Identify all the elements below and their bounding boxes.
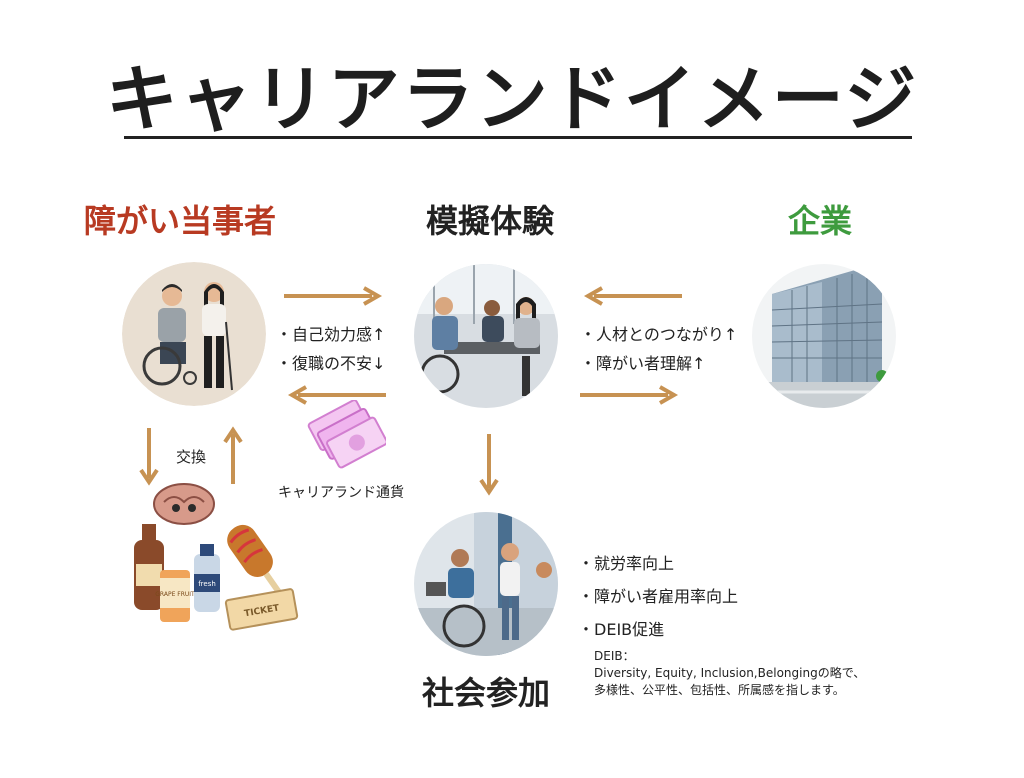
workplace-illustration — [414, 512, 558, 656]
title-underline — [124, 136, 912, 139]
can-label: GRAPE FRUIT — [155, 591, 195, 598]
effect-self-efficacy: 自己効力感↑ — [276, 320, 385, 349]
heading-social-participation: 社会参加 — [421, 674, 550, 712]
arrow-right-bottom-right — [580, 385, 679, 405]
effect-disabled-employment-rate: 障がい者雇用率向上 — [578, 580, 738, 613]
exchange-goods-illustration: GRAPE FRUIT fresh TICKET — [124, 482, 302, 642]
office-building-illustration — [752, 264, 896, 408]
social-effects-list: 就労率向上 障がい者雇用率向上 DEIB促進 — [578, 547, 738, 646]
arrow-down-exchange — [139, 428, 159, 486]
currency-label: キャリアランド通貨 — [278, 485, 404, 501]
arrow-up-exchange — [223, 426, 243, 484]
heading-company: 企業 — [787, 202, 852, 240]
arrow-left-top-right — [583, 286, 682, 306]
page-title: キャリアランドイメージ — [105, 57, 919, 141]
deib-note-line2: 多様性、公平性、包括性、所属感を指します。 — [594, 683, 845, 697]
meeting-illustration — [414, 264, 558, 408]
bottle-label: fresh — [198, 580, 216, 588]
heading-disabled-persons: 障がい当事者 — [83, 202, 276, 240]
exchange-label: 交換 — [176, 448, 207, 466]
deib-note-title: DEIB： — [594, 649, 635, 663]
deib-note-line1: Diversity, Equity, Inclusion,Belongingの略… — [594, 666, 866, 680]
effect-return-anxiety: 復職の不安↓ — [276, 349, 385, 378]
right-effects-list: 人材とのつながり↑ 障がい者理解↑ — [580, 320, 737, 378]
persons-illustration — [122, 262, 266, 406]
effect-talent-connection: 人材とのつながり↑ — [580, 320, 737, 349]
arrow-right-top-left — [284, 286, 383, 306]
currency-bills-icon — [307, 400, 386, 469]
arrow-left-bottom-left — [287, 385, 386, 405]
effect-deib-promotion: DEIB促進 — [578, 613, 738, 646]
effect-disability-understanding: 障がい者理解↑ — [580, 349, 737, 378]
heading-simulation: 模擬体験 — [425, 202, 554, 240]
arrow-down-center — [479, 434, 499, 496]
deib-note: DEIB： Diversity, Equity, Inclusion,Belon… — [594, 648, 865, 699]
effect-employment-rate: 就労率向上 — [578, 547, 738, 580]
left-effects-list: 自己効力感↑ 復職の不安↓ — [276, 320, 385, 378]
